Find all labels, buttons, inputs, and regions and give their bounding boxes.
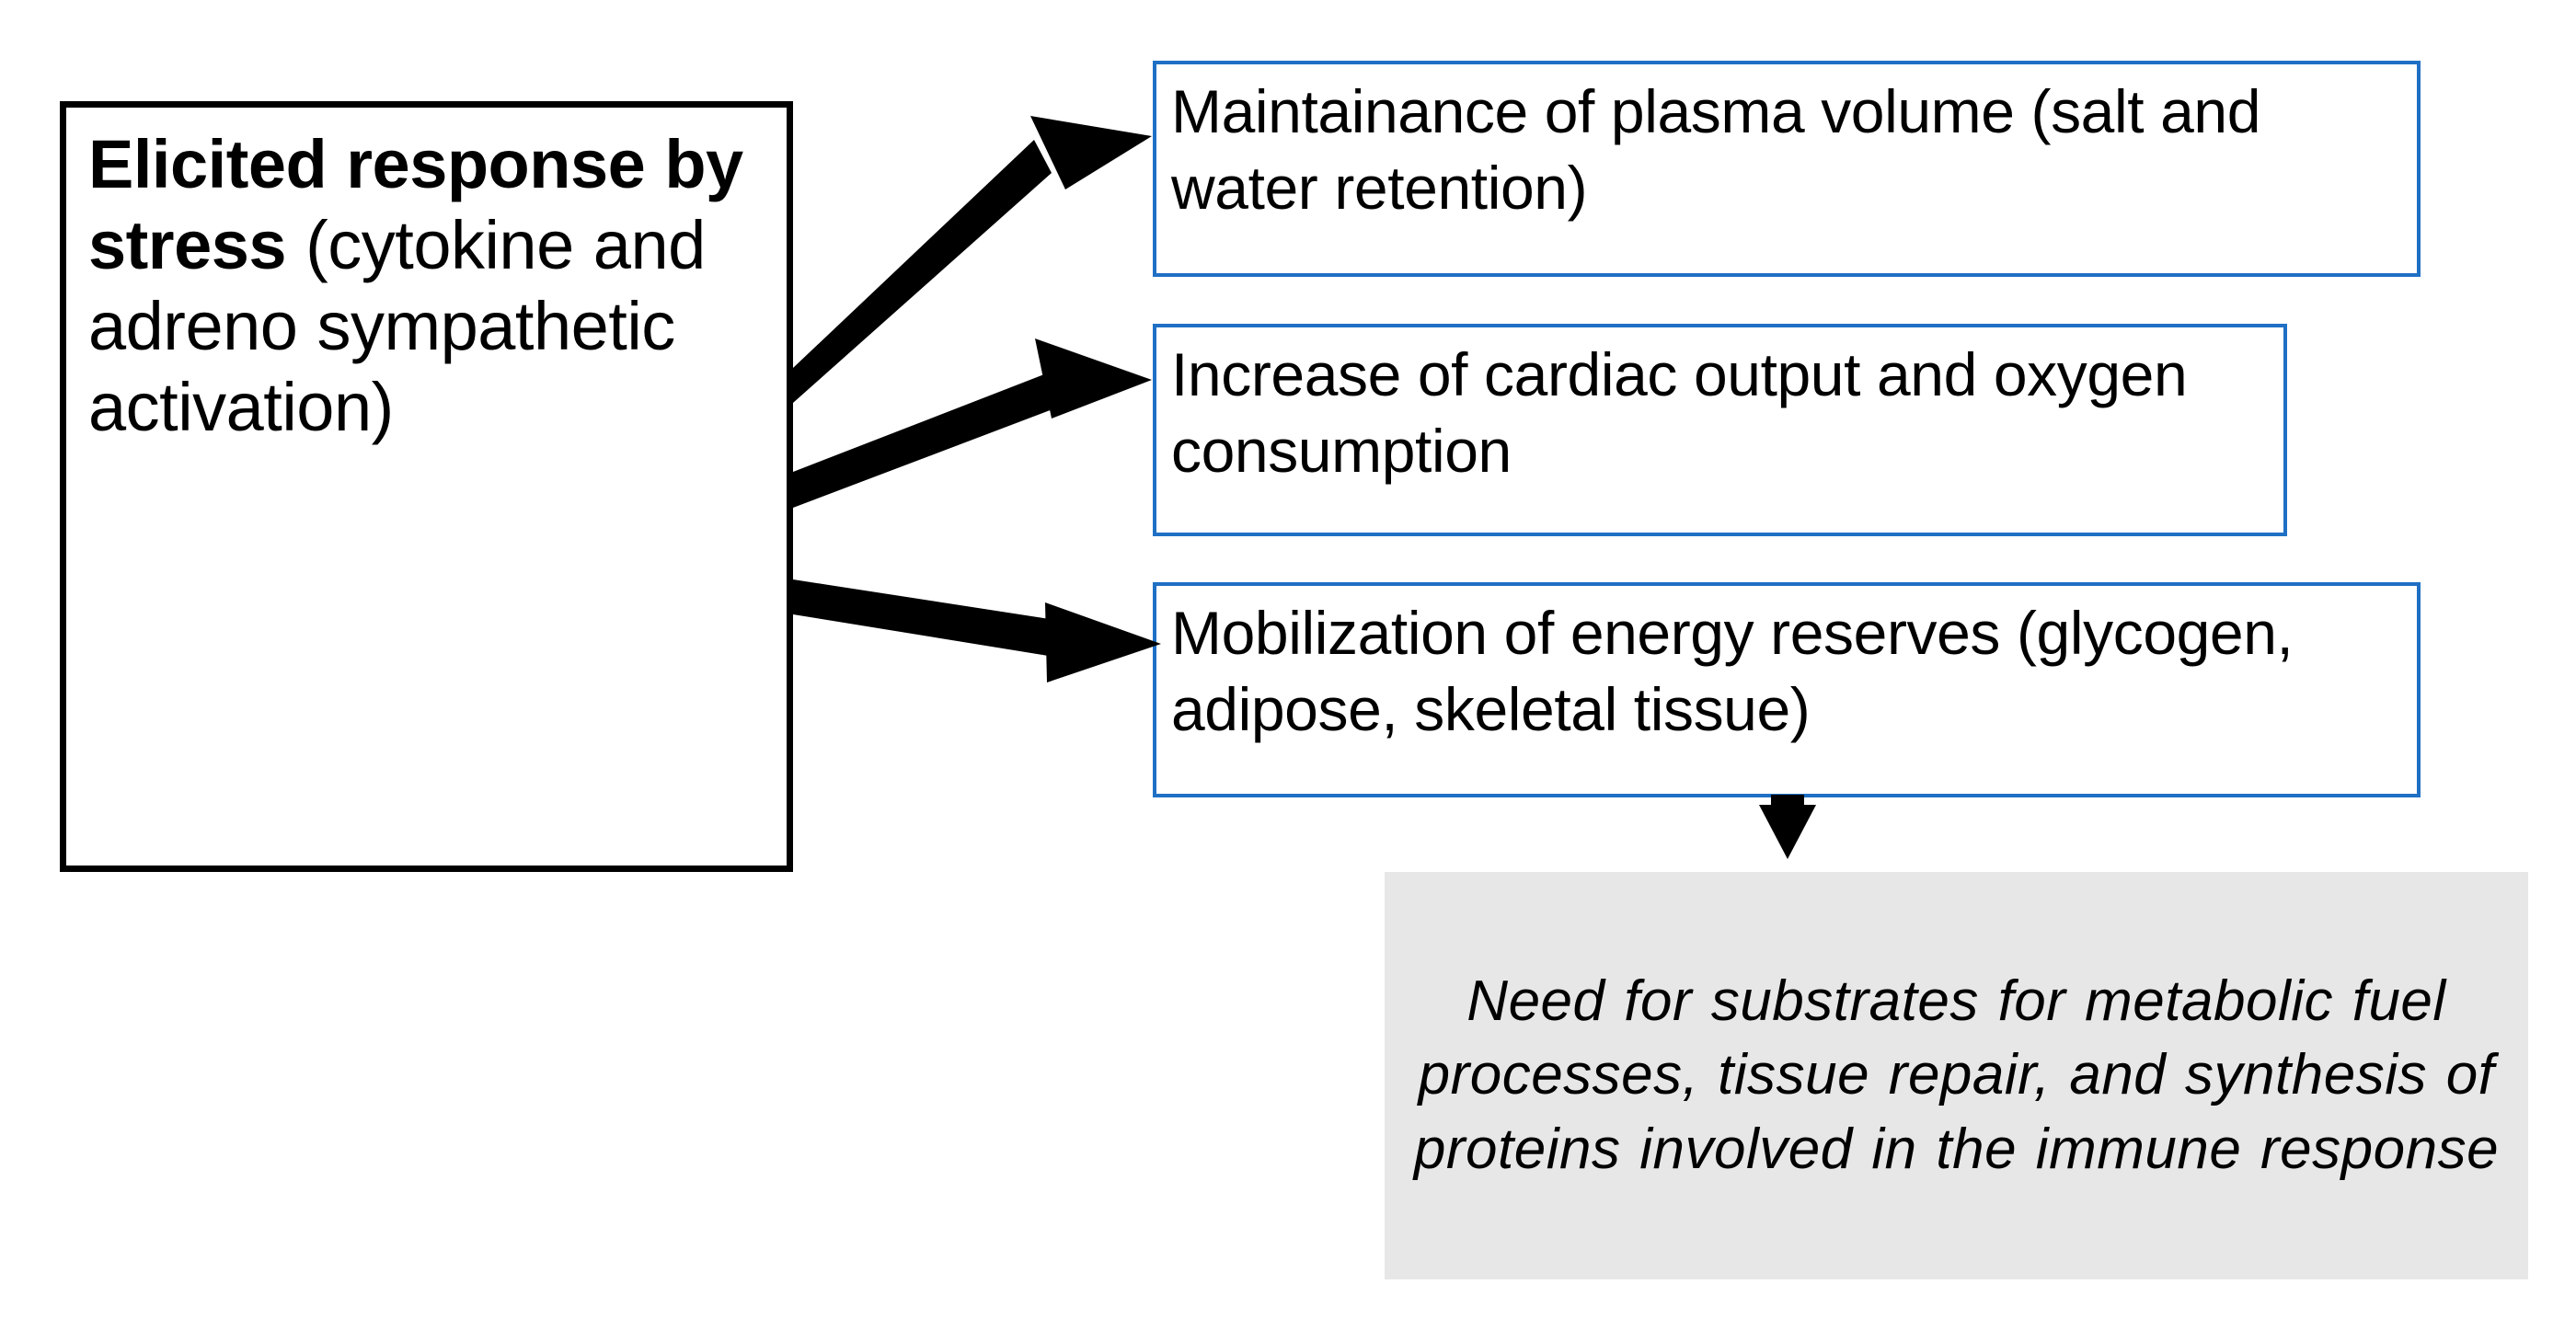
source-node-text: Elicited response by stress (cytokine an… — [88, 124, 765, 448]
arrow-source-to-outcome-1-icon — [793, 116, 1152, 403]
outcome-node-1-text: Maintainance of plasma volume (salt and … — [1171, 77, 2261, 222]
outcome-node-energy-reserves[interactable]: Mobilization of energy reserves (glycoge… — [1153, 582, 2421, 797]
conclusion-node-text: Need for substrates for metabolic fuel p… — [1413, 969, 2500, 1181]
outcome-node-2-text: Increase of cardiac output and oxygen co… — [1171, 340, 2188, 485]
source-node-elicited-response[interactable]: Elicited response by stress (cytokine an… — [60, 101, 793, 872]
outcome-node-cardiac-output[interactable]: Increase of cardiac output and oxygen co… — [1153, 324, 2287, 536]
arrow-source-to-outcome-3-icon — [793, 579, 1161, 682]
outcome-node-plasma-volume[interactable]: Maintainance of plasma volume (salt and … — [1153, 61, 2421, 277]
source-node-label-rest: (cytokine and adreno sympathetic activat… — [88, 207, 706, 446]
arrow-outcome-3-to-conclusion-icon — [1759, 795, 1816, 859]
conclusion-node-substrate-need[interactable]: Need for substrates for metabolic fuel p… — [1385, 872, 2528, 1279]
source-node-label-bold: Elicited response by stress — [88, 126, 743, 284]
outcome-node-3-text: Mobilization of energy reserves (glycoge… — [1171, 599, 2294, 743]
arrow-source-to-outcome-2-icon — [793, 338, 1152, 508]
